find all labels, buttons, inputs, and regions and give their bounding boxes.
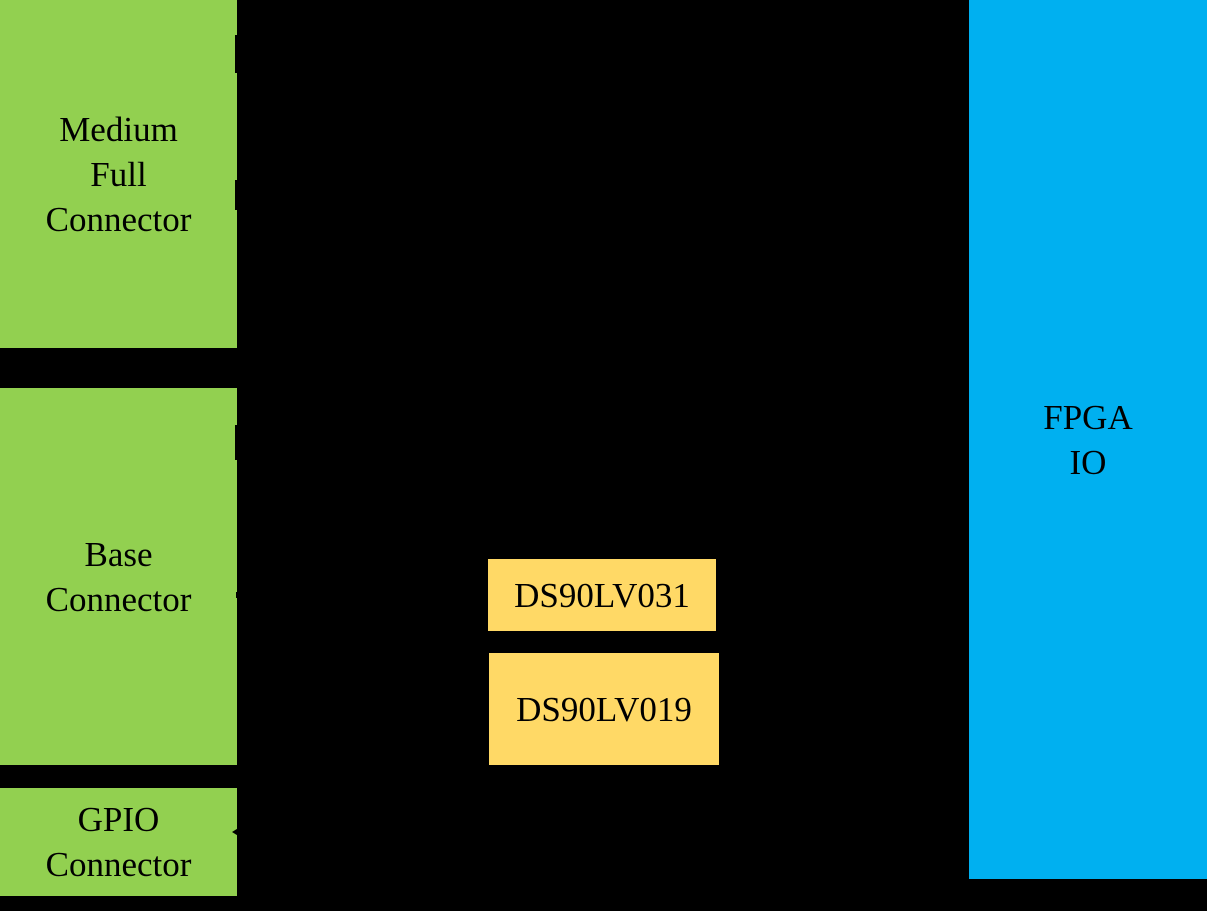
base-connector-label: Base — [84, 534, 153, 574]
medium-full-connector-label: Medium — [59, 109, 178, 149]
base-connector-node: Base Connector — [0, 388, 237, 765]
medium-full-connector-label: Connector — [45, 199, 192, 239]
medium-full-connector-label: Full — [90, 154, 147, 194]
arrow-remnant-mark — [236, 592, 239, 598]
gpio-connector-node: GPIO Connector — [0, 788, 237, 896]
ds90lv031-chip-node: DS90LV031 — [488, 559, 716, 631]
arrow-remnant-mark — [235, 180, 238, 210]
ds90lv019-chip-label: DS90LV019 — [516, 689, 692, 729]
arrow-remnant-mark — [235, 425, 238, 460]
ds90lv031-chip-label: DS90LV031 — [514, 575, 690, 615]
fpga-io-label: FPGA — [1043, 397, 1133, 437]
arrowhead-icon — [232, 827, 240, 837]
gpio-connector-label: Connector — [45, 845, 192, 884]
gpio-connector-label: GPIO — [77, 800, 160, 839]
medium-full-connector-node: Medium Full Connector — [0, 0, 237, 348]
fpga-io-node: FPGA IO — [969, 0, 1207, 879]
fpga-io-label: IO — [1069, 442, 1107, 482]
base-connector-label: Connector — [45, 579, 192, 619]
arrow-remnant-mark — [235, 35, 238, 73]
ds90lv019-chip-node: DS90LV019 — [489, 653, 719, 765]
